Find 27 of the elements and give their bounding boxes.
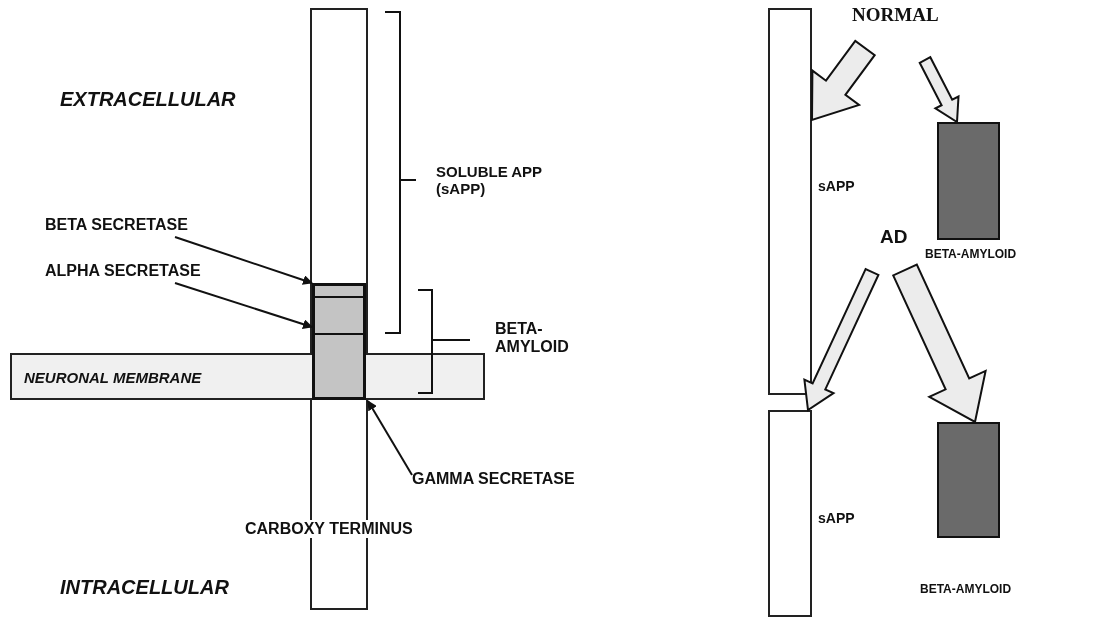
bracket-label: BETA- AMYLOID <box>495 320 570 356</box>
region-label: EXTRACELLULAR <box>60 88 236 111</box>
amyloid-block <box>937 422 1000 538</box>
condition-label: NORMAL <box>852 4 939 26</box>
protein-bar <box>768 410 812 617</box>
cleavage-region <box>312 283 366 400</box>
membrane-label: NEURONAL MEMBRANE <box>24 369 202 386</box>
block-arrow <box>891 263 987 424</box>
block-arrow <box>811 39 877 122</box>
enzyme-label: BETA SECRETASE <box>45 216 188 234</box>
leader-line <box>367 400 413 476</box>
leader-line <box>174 236 313 285</box>
amyloid-block <box>937 122 1000 240</box>
part-label: BETA-AMYLOID <box>920 582 1012 596</box>
leader-line <box>174 282 313 329</box>
region-label: INTRACELLULAR <box>60 576 229 599</box>
block-arrow <box>803 267 880 412</box>
part-label: sAPP <box>818 510 855 526</box>
condition-label: AD <box>880 226 908 248</box>
protein-bar <box>768 8 812 395</box>
terminus-label: CARBOXY TERMINUS <box>245 520 413 538</box>
enzyme-label: ALPHA SECRETASE <box>45 262 201 280</box>
part-label: BETA-AMYLOID <box>925 247 1017 261</box>
part-label: sAPP <box>818 178 855 194</box>
bracket-label: SOLUBLE APP (sAPP) <box>436 163 543 197</box>
block-arrow <box>918 55 960 124</box>
enzyme-label: GAMMA SECRETASE <box>412 470 575 488</box>
